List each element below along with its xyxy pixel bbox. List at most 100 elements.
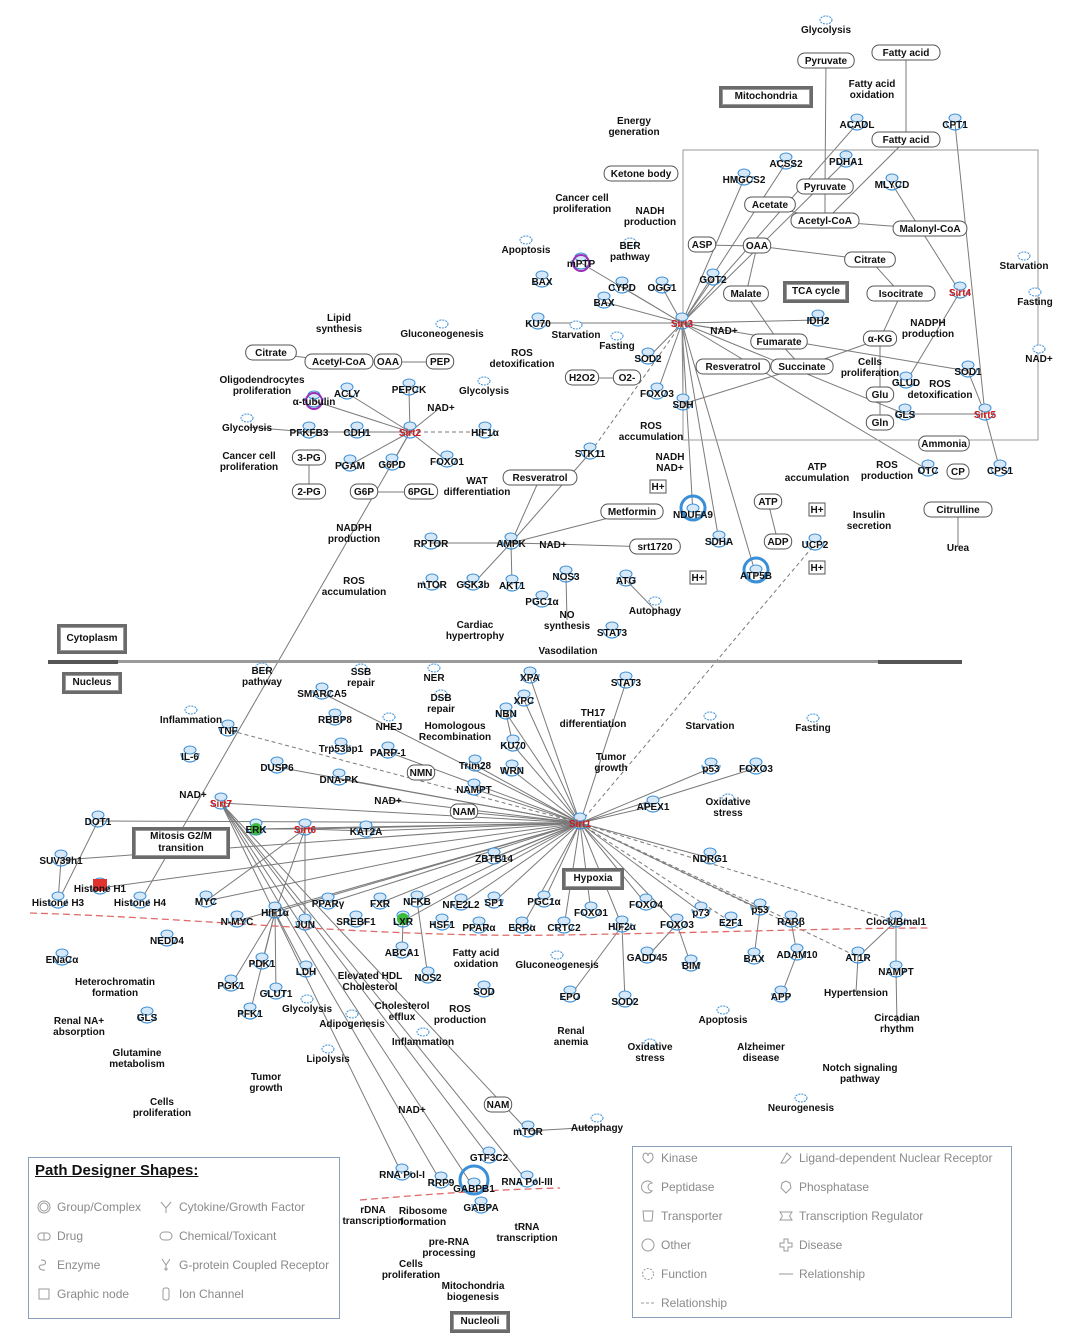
legend-item-relationship: Relationship [779, 1267, 865, 1281]
molecule-icon [528, 319, 548, 330]
molecule-icon [502, 766, 522, 777]
molecule-icon [463, 580, 483, 591]
legend-item-chemical-toxicant: Chemical/Toxicant [159, 1229, 276, 1243]
label-pdk1: PDK1 [249, 959, 276, 970]
compartment-cytoplasm: Cytoplasm [57, 624, 127, 654]
edge-sirt1-histone_h1 [99, 822, 581, 889]
molecule-icon [744, 954, 764, 965]
node-glycolysis-far-left [240, 413, 254, 423]
label-zbtb14: ZBTB14 [475, 854, 513, 865]
node-ndrg1 [700, 847, 720, 865]
molecule-icon [517, 1177, 537, 1188]
node-sp1 [484, 891, 504, 909]
edge-sirt1-apex1 [579, 805, 654, 824]
legend-item-label: G-protein Coupled Receptor [179, 1258, 330, 1272]
label-sod2-top: SOD2 [634, 354, 662, 365]
chemical-oval-icon [865, 414, 895, 431]
edge-sirt7-rrp9 [220, 802, 442, 1183]
label-renal-na: Renal NA+absorption [53, 1016, 105, 1038]
label-vasodilation: Vasodilation [539, 646, 598, 657]
node-rptor [421, 532, 441, 550]
label-pgk1: PGK1 [217, 981, 245, 992]
label-hypertension: Hypertension [824, 988, 888, 999]
edge-pfkfb3-glycolysis_far_left [246, 426, 310, 433]
label-got2: GOT2 [699, 275, 727, 286]
kinase-icon [642, 1152, 654, 1164]
function-cloud-icon [648, 596, 662, 606]
node-cpt1 [945, 113, 965, 131]
label-metformin: Metformin [608, 507, 656, 518]
node-at1r [848, 946, 868, 964]
edge-sirt1-clock_bmal1 [579, 822, 897, 922]
node-idh2 [808, 309, 828, 327]
label-mtor-top: mTOR [417, 580, 448, 591]
edge-sirt2-alpha_tubulin [313, 400, 411, 433]
node-gadd45 [637, 946, 657, 964]
label-foxo3-top: FOXO3 [640, 389, 674, 400]
label-ogg1: OGG1 [648, 283, 677, 294]
molecule-cap-icon [328, 708, 342, 718]
molecule-icon [672, 319, 692, 330]
node-pyruvate-mid [796, 178, 854, 195]
edge-sirt1-foxo1_nuc [579, 822, 592, 913]
function-cloud-icon [435, 319, 449, 329]
label-sirt7: Sirt7 [210, 799, 233, 810]
node-nfkb [407, 890, 427, 908]
molecule-cap-icon [749, 757, 763, 767]
label-xpc: XPC [514, 696, 535, 707]
node-enac [52, 948, 72, 966]
label-bax-mid: BAX [593, 298, 614, 309]
molecule-cap-icon [424, 532, 438, 542]
edge-ampk-resveratrol_mid [510, 477, 541, 544]
molecule-icon [337, 389, 357, 400]
molecule-cap-icon [790, 943, 804, 953]
edge-sirt7-rna_pol1 [220, 802, 403, 1175]
label-pgc1a-top: PGC1α [525, 597, 559, 608]
molecule-icon [137, 1013, 157, 1024]
molecule-icon [647, 389, 667, 400]
label-hif1a-top: HIF1α [471, 428, 500, 439]
chemical-oval-icon [865, 386, 895, 403]
molecule-cap-icon [646, 795, 660, 805]
legend-item-ion-channel: Ion Channel [159, 1287, 244, 1301]
edge-sirt3-mptp [580, 262, 683, 324]
molecule-cap-icon [640, 946, 654, 956]
label-glut1: GLUT1 [260, 989, 293, 1000]
chemical-oval-icon [742, 237, 772, 254]
molecule-cap-icon [55, 948, 69, 958]
molecule-cap-icon [504, 532, 518, 542]
node-mtor-top [422, 573, 442, 591]
legend-item-cytokine-growth-factor: Cytokine/Growth Factor [159, 1200, 305, 1214]
molecule-cap-icon [395, 941, 409, 951]
label-rrp9: RRP9 [428, 1178, 455, 1189]
label-fatty-acid-top: Fatty acid [883, 48, 930, 59]
node-bax-nuc [744, 947, 764, 965]
molecule-icon [340, 461, 360, 472]
chemical-oval-icon [918, 435, 970, 452]
label-lipolysis: Lipolysis [306, 1054, 350, 1065]
node-hif1a-nuc [265, 901, 285, 919]
molecule-cap-icon [434, 1171, 448, 1181]
molecule-icon [295, 920, 315, 931]
node-foxo1-nuc [581, 901, 601, 919]
label-gls-nuc: GLS [137, 1013, 158, 1024]
node-pg2 [291, 483, 327, 500]
cytokine-icon [160, 1201, 172, 1213]
node-il6 [180, 745, 200, 763]
node-h-plus-1 [649, 479, 667, 494]
node-cdh1 [347, 421, 367, 439]
molecule-cap-icon [385, 453, 399, 463]
label-fumarate: Fumarate [756, 337, 801, 348]
molecule-cap-icon [808, 533, 822, 543]
label-nad-nuc-mid: NAD+ [374, 796, 402, 807]
molecule-icon [520, 673, 540, 684]
node-sirt6 [295, 818, 315, 836]
edge-sirt1-sp1 [493, 822, 581, 903]
node-sdh [673, 393, 693, 411]
molecule-cap-icon [517, 689, 531, 699]
label-pepck: PEPCK [392, 385, 427, 396]
node-rara [781, 910, 801, 928]
label-atp: ATP [758, 497, 778, 508]
